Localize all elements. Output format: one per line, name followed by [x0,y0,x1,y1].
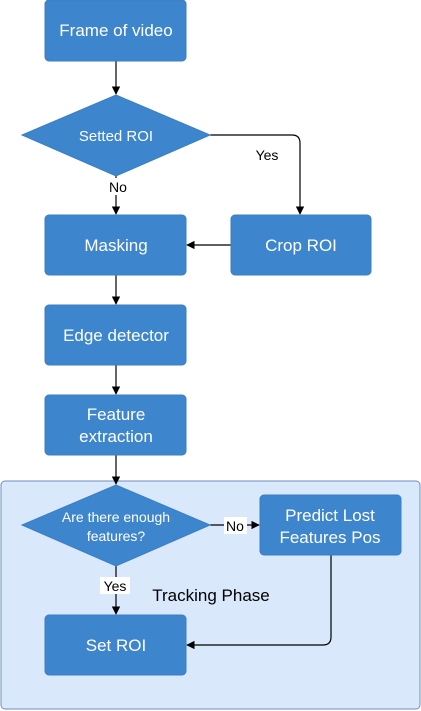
edge-setted-yes-to-crop [210,134,305,215]
node-setted-roi-label: Setted ROI [79,128,153,145]
node-predict-lost-line2: Features Pos [279,528,380,547]
tracking-phase-label: Tracking Phase [152,586,269,605]
node-feature-extraction-line2: extraction [79,427,153,446]
edge-label-yes-setted: Yes [256,147,279,163]
node-enough-features: Are there enough features? [20,484,212,567]
edge-label-yes-enough: Yes [104,578,127,594]
node-enough-features-line2: features? [87,528,146,544]
edge-predict-to-setroi [186,555,332,650]
node-setted-roi: Setted ROI [20,94,212,177]
node-enough-features-line1: Are there enough [62,509,170,525]
node-set-roi-label: Set ROI [86,636,146,655]
node-crop-roi: Crop ROI [230,214,372,276]
node-frame-of-video-label: Frame of video [59,21,172,40]
edge-label-no-setted-bg [105,178,129,195]
edge-label-no-enough-bg [224,517,247,534]
node-predict-lost-features: Predict Lost Features Pos [259,494,402,556]
edge-label-no-enough: No [226,518,244,534]
node-edge-detector-label: Edge detector [63,326,169,345]
edge-label-no-setted: No [109,179,127,195]
node-predict-lost-line1: Predict Lost [285,506,375,525]
node-edge-detector: Edge detector [44,304,187,366]
edge-label-yes-enough-bg [100,577,130,594]
node-feature-extraction-line1: Feature [87,405,146,424]
node-crop-roi-label: Crop ROI [265,236,337,255]
node-set-roi: Set ROI [44,614,187,676]
node-masking: Masking [44,214,187,276]
node-frame-of-video: Frame of video [44,0,187,62]
node-feature-extraction: Feature extraction [44,394,187,456]
node-masking-label: Masking [84,236,147,255]
